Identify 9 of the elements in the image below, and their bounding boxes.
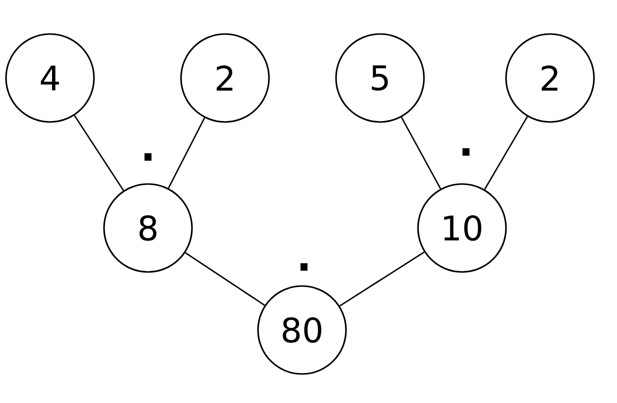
multiplication-dot: · bbox=[300, 263, 308, 271]
connector-line bbox=[339, 252, 425, 307]
multiplication-dot: · bbox=[144, 153, 152, 161]
connector-line bbox=[184, 252, 266, 306]
multiplication-dot: · bbox=[462, 148, 470, 156]
connector-line bbox=[74, 115, 124, 191]
connector-line bbox=[168, 118, 206, 188]
connector-line bbox=[400, 116, 442, 190]
connector-line bbox=[484, 116, 528, 190]
